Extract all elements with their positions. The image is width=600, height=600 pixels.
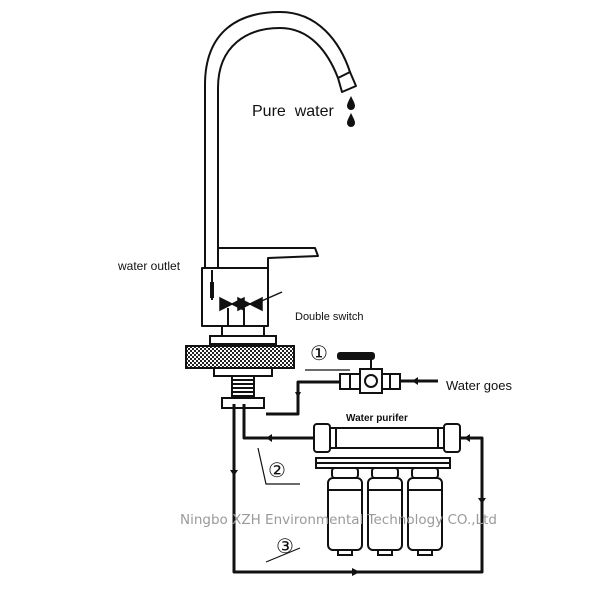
- tube-3: [232, 404, 484, 574]
- watermark-text: Ningbo XZH Environmental Technology CO.,…: [180, 512, 497, 528]
- label-water-goes: Water goes: [446, 378, 512, 393]
- arrow-icon: [478, 498, 486, 504]
- water-purifier: [313, 423, 461, 556]
- label-double-switch: Double switch: [295, 311, 363, 323]
- membrane-cap-right: [443, 423, 461, 453]
- mounting-shank: [185, 325, 295, 409]
- knurled-nut: [185, 345, 295, 369]
- membrane-cap-left: [313, 423, 331, 453]
- ball-valve-icon: [337, 352, 401, 394]
- arrow-icon: [352, 568, 360, 576]
- tube-1: [266, 380, 340, 416]
- faucet: [201, 11, 357, 327]
- arrow-icon: [266, 434, 272, 442]
- arrow-icon: [412, 377, 418, 385]
- arrow-icon: [295, 392, 301, 398]
- valve-icon: [237, 296, 252, 312]
- water-drop-icon: [347, 96, 355, 110]
- marker-3: ③: [276, 536, 294, 558]
- marker-2: ②: [268, 460, 286, 482]
- faucet-spout-outer: [204, 11, 351, 268]
- label-water-outlet: water outlet: [117, 259, 181, 273]
- membrane-housing: [327, 427, 447, 449]
- ball-valve-lever: [337, 352, 375, 360]
- water-drops-icon: [347, 96, 355, 127]
- faucet-handle: [218, 247, 319, 268]
- double-switch-valves-icon: [219, 291, 283, 312]
- leader-line: [256, 291, 283, 304]
- faucet-spout-inner: [217, 27, 339, 268]
- faucet-spout-tip: [337, 71, 357, 93]
- valve-icon: [219, 296, 234, 312]
- flow-arrows: [230, 377, 486, 576]
- water-drop-icon: [347, 113, 355, 127]
- label-pure-water: Pure water: [252, 103, 334, 120]
- tube-2: [242, 404, 316, 440]
- marker-leaders: [257, 369, 350, 563]
- arrow-icon: [464, 434, 470, 442]
- valve-icon: [248, 296, 263, 312]
- marker-1: ①: [310, 343, 328, 365]
- label-water-purifier: Water purifer: [346, 413, 408, 424]
- arrow-icon: [230, 470, 238, 476]
